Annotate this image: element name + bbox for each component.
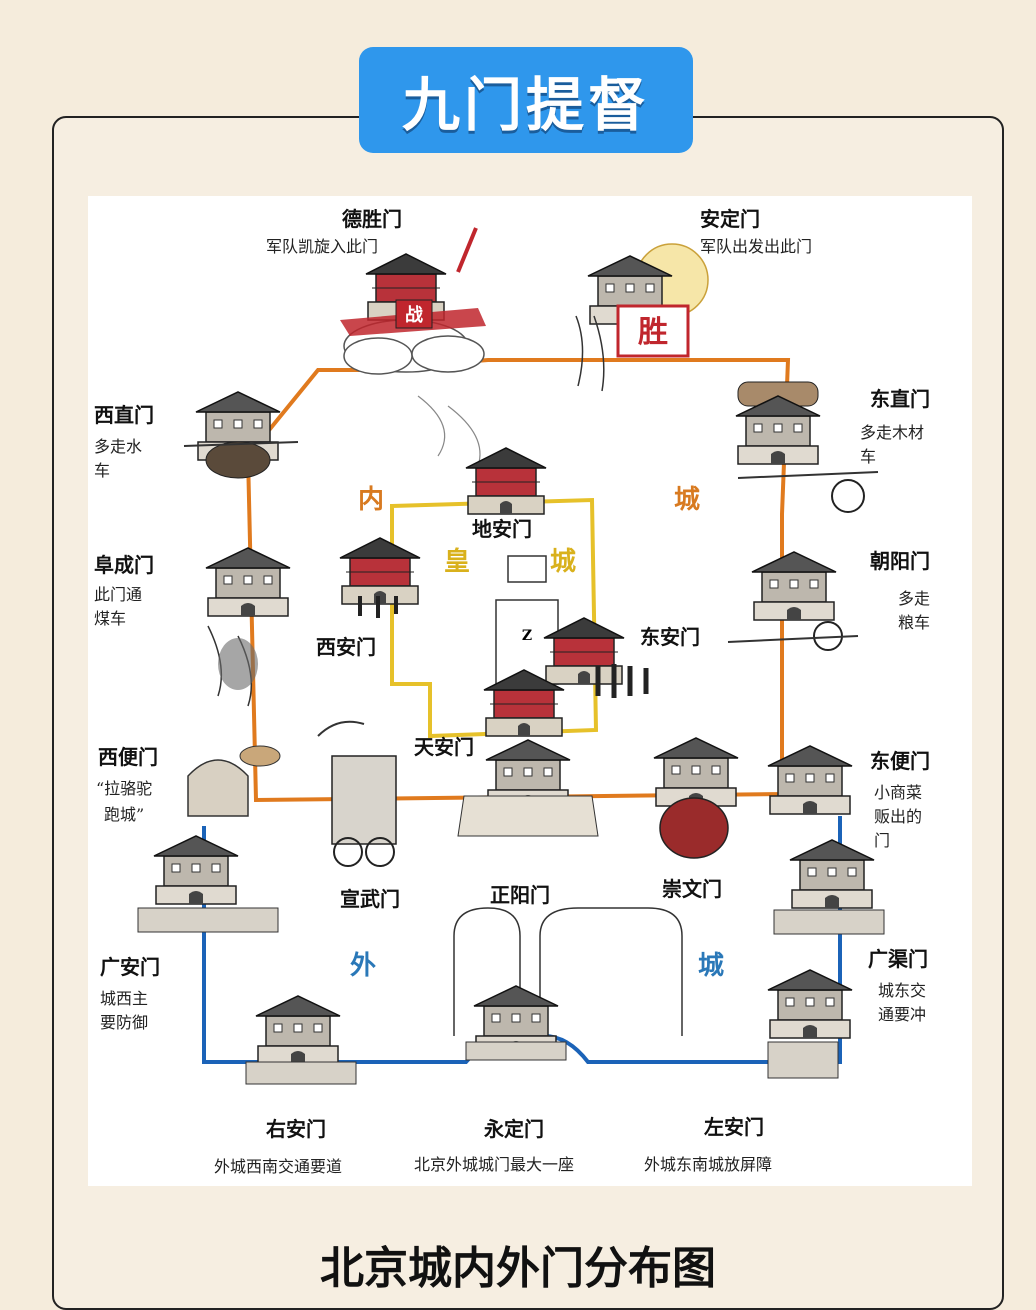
donganmen-name: 东安门 (640, 625, 700, 649)
zuoanmen-note: 外城东南城放屏障 (644, 1155, 772, 1174)
dongzhimen-illustration (735, 381, 879, 513)
dianmen-illustration (465, 447, 547, 515)
dongzhimen-note-2: 车 (860, 447, 876, 466)
zhengyangmen-name: 正阳门 (490, 883, 550, 907)
dianmen-name: 地安门 (472, 517, 532, 541)
region-outer-2: 城 (698, 951, 724, 981)
region-imperial-1: 皇 (444, 547, 470, 577)
dongbianmen-name: 东便门 (870, 749, 930, 773)
xizhimen-note-2: 车 (94, 461, 110, 480)
yongdingmen-illustration (465, 985, 567, 1061)
region-outer-1: 外 (350, 951, 376, 981)
fuchengmen-name: 阜成门 (94, 553, 154, 577)
east-outer-tower-illustration (773, 839, 885, 935)
jingshan-box (507, 555, 547, 583)
zuoanmen-illustration (767, 969, 853, 1079)
xibianmen-illustration (187, 745, 281, 817)
andingmen-note: 军队出发出此门 (700, 237, 812, 256)
zhengyangmen-illustration (457, 739, 599, 837)
youanmen-note: 外城西南交通要道 (214, 1157, 342, 1176)
xibianmen-note-1: “拉骆驼 (96, 779, 152, 798)
victory-badge: 胜 (638, 315, 668, 350)
poster-title: 九门提督 (359, 47, 693, 153)
dongbianmen-note-1: 小商菜 (874, 783, 922, 802)
chaoyangmen-illustration (727, 551, 859, 651)
smoke-lines (417, 395, 481, 467)
tiananmen-name: 天安门 (414, 735, 474, 759)
guanganmen-name: 广安门 (100, 955, 160, 979)
outer-arch-right (539, 907, 683, 1036)
andingmen-name: 安定门 (700, 207, 760, 231)
guangqumen-note-1: 城东交 (878, 981, 926, 1000)
xianmen-illustration (339, 537, 421, 618)
fuchengmen-illustration (205, 547, 291, 707)
battle-badge: 战 (405, 305, 423, 326)
xibianmen-name: 西便门 (98, 745, 158, 769)
yongdingmen-name: 永定门 (483, 1117, 544, 1141)
outer-arch-left (453, 907, 521, 1036)
city-map: Z 内 城 皇 城 外 城 战 德胜门 军队凯旋入此门 胜 安定门 军队出发出此… (88, 196, 972, 1186)
chaoyangmen-note-1: 多走 (898, 589, 930, 608)
deshengmen-illustration: 战 (340, 227, 486, 375)
dongzhimen-note-1: 多走木材 (860, 423, 924, 442)
andingmen-illustration: 胜 (575, 243, 709, 392)
chongwenmen-illustration (653, 737, 739, 859)
dongzhimen-name: 东直门 (870, 387, 930, 411)
xibianmen-note-2: 跑城” (104, 805, 144, 824)
xianmen-name: 西安门 (316, 635, 376, 659)
chaoyangmen-name: 朝阳门 (870, 549, 930, 573)
region-inner-1: 内 (358, 485, 384, 515)
region-inner-2: 城 (674, 485, 700, 515)
region-imperial-2: 城 (550, 547, 576, 577)
youanmen-name: 右安门 (266, 1117, 326, 1141)
guanganmen-note-2: 要防御 (100, 1013, 148, 1032)
xizhimen-name: 西直门 (94, 403, 154, 427)
donganmen-illustration (543, 617, 649, 698)
poster-caption: 北京城内外门分布图 (320, 1243, 716, 1294)
youanmen-illustration (245, 995, 357, 1085)
deshengmen-name: 德胜门 (342, 207, 402, 231)
guangqumen-note-2: 通要冲 (878, 1005, 926, 1024)
west-outer-tower-illustration (137, 835, 279, 933)
imperial-city-wall (390, 497, 599, 739)
fuchengmen-note-2: 煤车 (94, 609, 126, 628)
dongbianmen-note-2: 贩出的 (874, 807, 922, 826)
chaoyangmen-note-2: 粮车 (898, 613, 930, 632)
xizhimen-note-1: 多走水 (94, 437, 142, 456)
chongwenmen-name: 崇文门 (662, 877, 722, 901)
dongbianmen-note-3: 门 (874, 831, 890, 850)
center-badge: Z (522, 628, 532, 644)
guanganmen-note-1: 城西主 (100, 989, 148, 1008)
yongdingmen-note: 北京外城城门最大一座 (414, 1155, 574, 1174)
guangqumen-name: 广渠门 (868, 947, 928, 971)
xuanwumen-illustration (317, 720, 397, 867)
deshengmen-note: 军队凯旋入此门 (266, 237, 378, 256)
xizhimen-illustration (183, 391, 299, 479)
zuoanmen-name: 左安门 (704, 1115, 764, 1139)
fuchengmen-note-1: 此门通 (94, 585, 142, 604)
xuanwumen-name: 宣武门 (340, 887, 400, 911)
